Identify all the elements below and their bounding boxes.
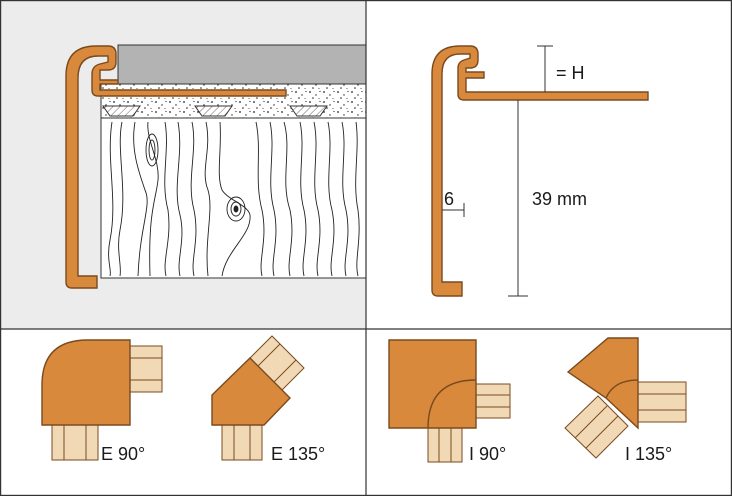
wood-substrate — [100, 117, 367, 279]
corner-i135-label: I 135° — [625, 444, 672, 464]
height-dimension-label: = H — [556, 63, 585, 83]
corner-i135-stub-left — [564, 395, 629, 459]
corner-i135-stub-right — [635, 381, 687, 423]
corner-e90-stub-right — [126, 345, 163, 393]
corner-e135: E 135° — [211, 335, 325, 464]
corner-e90: E 90° — [41, 339, 163, 464]
adhesive-ribs — [102, 105, 328, 117]
corner-e90-body — [41, 339, 131, 426]
corner-i135-inner-curve — [605, 379, 639, 399]
corner-i90-stub-bottom — [427, 427, 463, 463]
adhesive-layer — [100, 83, 367, 119]
profile-shape — [431, 45, 649, 297]
nosing-profile — [65, 45, 287, 289]
depth-dimension-label: 39 mm — [532, 189, 587, 209]
corner-i135: I 135° — [564, 337, 687, 464]
corner-e90-stub-bottom — [51, 424, 99, 461]
profile-dimensions-panel: = H 6 39 mm — [431, 45, 649, 297]
corner-i90-inner-curve — [427, 379, 477, 429]
corner-e135-stub-bottom — [221, 424, 263, 461]
corner-i90: I 90° — [388, 339, 511, 464]
corner-e135-body — [211, 357, 291, 426]
floor-tile — [117, 44, 367, 85]
corner-i135-body — [566, 337, 639, 430]
corner-i90-stub-right — [473, 383, 511, 419]
corner-e135-label: E 135° — [271, 444, 325, 464]
corner-i90-label: I 90° — [469, 444, 506, 464]
installation-section-panel — [0, 0, 367, 329]
thickness-dimension-label: 6 — [444, 189, 454, 209]
corner-e90-label: E 90° — [101, 444, 145, 464]
corner-i90-body — [388, 339, 477, 429]
dimension-lines — [442, 45, 553, 297]
